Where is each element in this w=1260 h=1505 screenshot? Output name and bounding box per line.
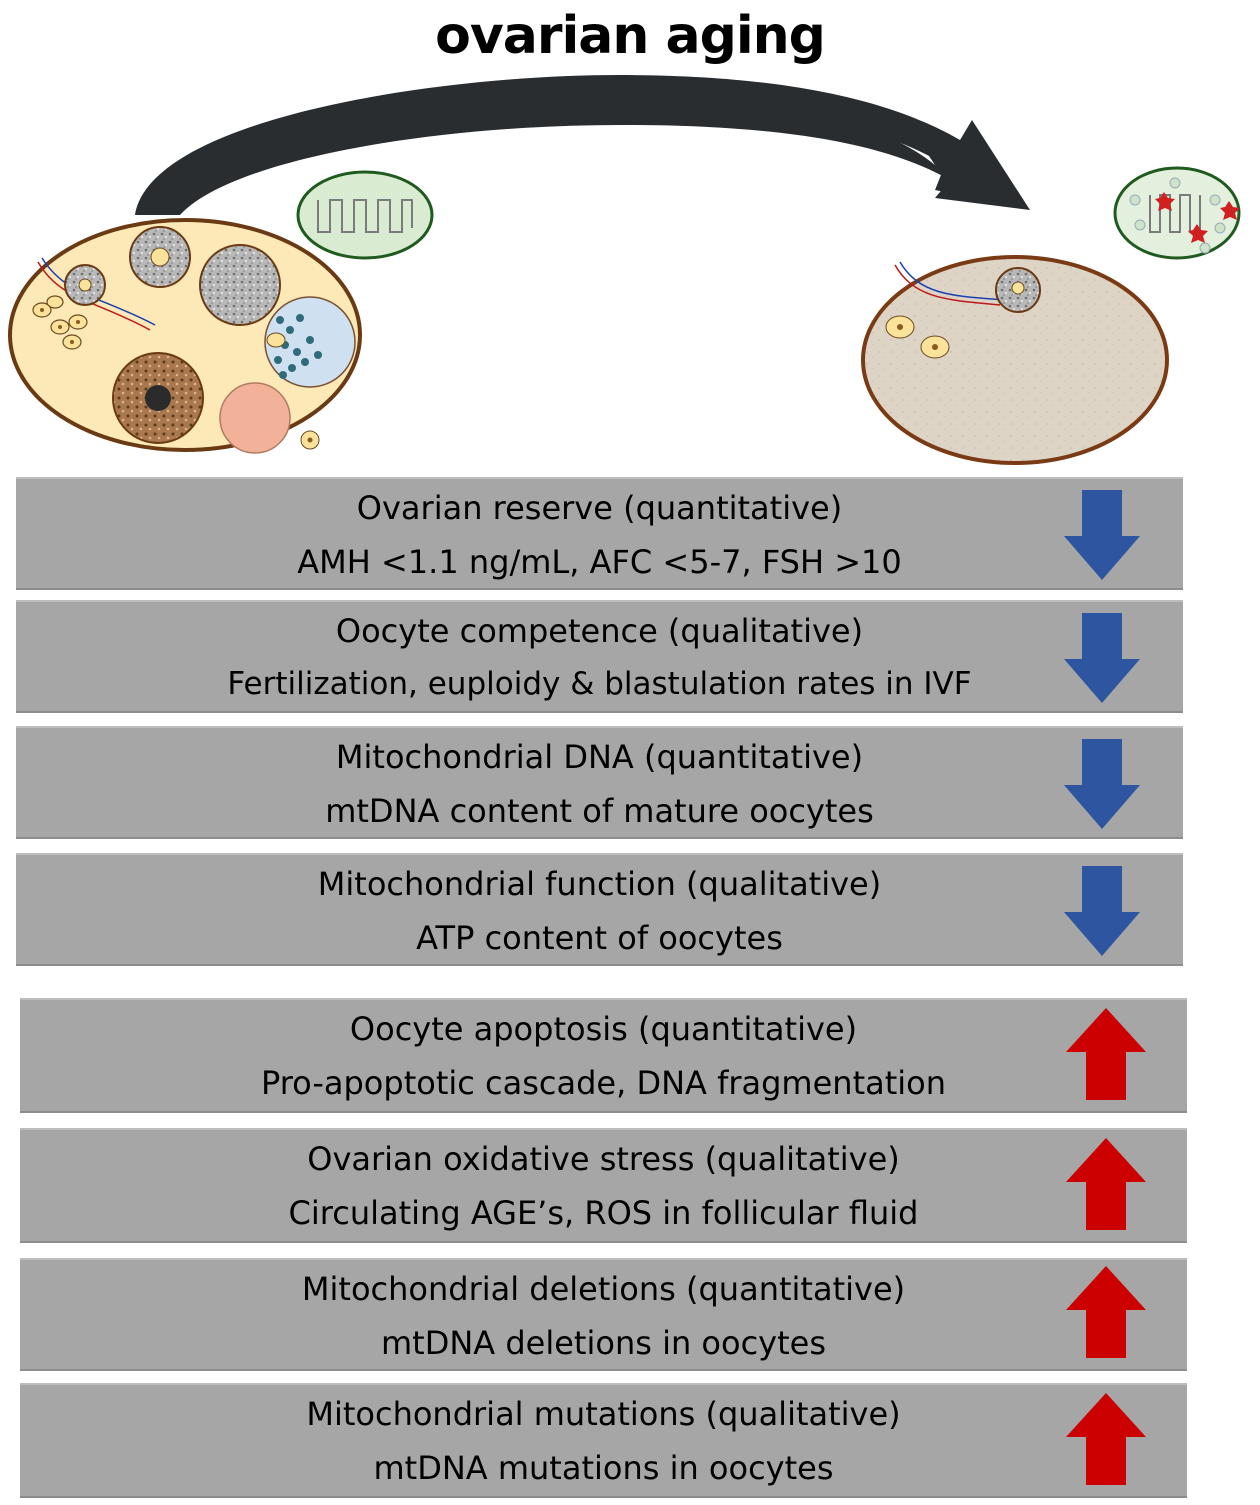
- healthy-mitochondrion: [296, 170, 434, 260]
- row-heading: Mitochondrial DNA (quantitative): [335, 738, 864, 776]
- aging-curved-arrow: [135, 75, 1030, 215]
- row-heading: Mitochondrial deletions (quantitative): [301, 1270, 906, 1308]
- row-heading: Ovarian reserve (quantitative): [356, 489, 843, 527]
- aged-ovary: [861, 255, 1169, 465]
- row-detail: mtDNA mutations in oocytes: [373, 1449, 834, 1487]
- row-detail: Circulating AGE’s, ROS in follicular flu…: [288, 1194, 919, 1232]
- up-arrow-icon: [1066, 1393, 1146, 1485]
- row-heading: Mitochondrial mutations (qualitative): [306, 1395, 901, 1433]
- row-detail: mtDNA deletions in oocytes: [380, 1324, 826, 1362]
- row-ovarian-reserve: Ovarian reserve (quantitative) AMH <1.1 …: [16, 477, 1183, 590]
- down-arrow-icon: [1064, 739, 1140, 829]
- down-arrow-icon: [1064, 490, 1140, 580]
- row-detail: ATP content of oocytes: [416, 919, 783, 957]
- diagram-title: ovarian aging: [435, 6, 826, 66]
- ovarian-aging-illustration: [8, 75, 1241, 465]
- row-oocyte-competence: Oocyte competence (qualitative) Fertiliz…: [16, 600, 1183, 713]
- row-detail: Fertilization, euploidy & blastulation r…: [227, 666, 972, 702]
- row-oocyte-apoptosis: Oocyte apoptosis (quantitative) Pro-apop…: [20, 998, 1187, 1113]
- row-mitochondrial-dna: Mitochondrial DNA (quantitative) mtDNA c…: [16, 726, 1183, 839]
- up-arrow-icon: [1066, 1266, 1146, 1358]
- row-detail: mtDNA content of mature oocytes: [325, 792, 874, 830]
- row-heading: Ovarian oxidative stress (qualitative): [307, 1140, 900, 1178]
- down-arrow-icon: [1064, 613, 1140, 703]
- row-heading: Mitochondrial function (qualitative): [317, 865, 882, 903]
- row-oxidative-stress: Ovarian oxidative stress (qualitative) C…: [20, 1128, 1187, 1243]
- up-arrow-icon: [1066, 1138, 1146, 1230]
- up-arrow-icon: [1066, 1008, 1146, 1100]
- young-ovary: [8, 218, 362, 454]
- row-mitochondrial-function: Mitochondrial function (qualitative) ATP…: [16, 853, 1183, 966]
- row-detail: AMH <1.1 ng/mL, AFC <5-7, FSH >10: [297, 543, 902, 581]
- row-detail: Pro-apoptotic cascade, DNA fragmentation: [260, 1064, 947, 1102]
- row-heading: Oocyte competence (qualitative): [335, 612, 864, 650]
- row-mitochondrial-mutations: Mitochondrial mutations (qualitative) mt…: [20, 1383, 1187, 1498]
- down-arrow-icon: [1064, 866, 1140, 956]
- damaged-mitochondrion: [1113, 166, 1241, 260]
- row-mitochondrial-deletions: Mitochondrial deletions (quantitative) m…: [20, 1258, 1187, 1371]
- row-heading: Oocyte apoptosis (quantitative): [349, 1010, 858, 1048]
